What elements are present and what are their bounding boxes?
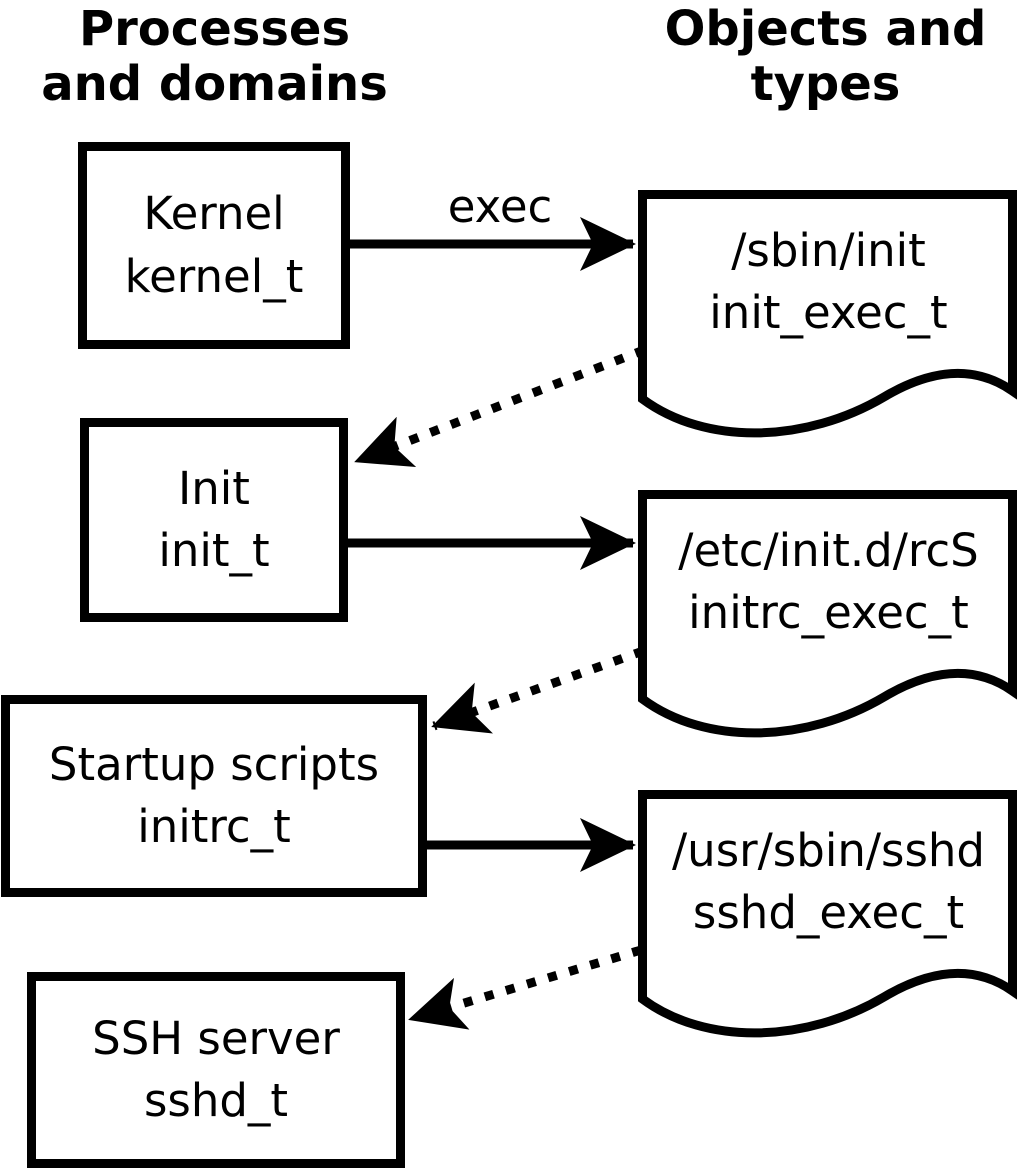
object-doc-usr-sbin-sshd [638, 790, 1017, 1038]
object-type: sshd_exec_t [692, 886, 965, 939]
process-domain-type: sshd_t [143, 1074, 289, 1127]
object-doc-sbin-init [638, 190, 1017, 438]
object-type: init_exec_t [709, 286, 948, 339]
object-path: /usr/sbin/sshd [672, 823, 985, 877]
heading-line: types [750, 56, 901, 113]
object-doc-label-etc-initd-rcs: /etc/init.d/rcS initrc_exec_t [640, 492, 1017, 672]
object-path: /etc/init.d/rcS [678, 523, 979, 577]
process-box-label-startup-scripts: Startup scripts initrc_t [1, 695, 427, 897]
process-box-label-ssh-server: SSH server sshd_t [27, 972, 405, 1168]
object-doc-label-sbin-init: /sbin/init init_exec_t [640, 192, 1017, 372]
heading-line: Objects and [664, 1, 987, 57]
process-domain-type: kernel_t [124, 249, 304, 303]
heading-line: Processes [78, 1, 351, 57]
process-box-init [80, 418, 348, 622]
process-box-label-init: Init init_t [80, 418, 348, 622]
column-heading-processes-domains: Processes and domains [22, 1, 407, 113]
process-name: SSH server [92, 1011, 340, 1065]
process-box-label-kernel: Kernel kernel_t [78, 142, 350, 349]
object-type: initrc_exec_t [688, 586, 969, 639]
object-path: /sbin/init [731, 223, 926, 277]
process-box-startup-scripts [1, 695, 427, 897]
transition-arrow-initrc-exec-to-startup [431, 646, 645, 734]
process-name: Init [178, 461, 250, 515]
arrow-label-exec: exec [447, 180, 553, 233]
transition-arrow-init-exec-to-init [354, 345, 646, 468]
transition-arrow-sshd-exec-to-sshd [408, 945, 643, 1030]
process-box-ssh-server [27, 972, 405, 1168]
object-doc-label-usr-sbin-sshd: /usr/sbin/sshd sshd_exec_t [640, 792, 1017, 972]
object-doc-etc-initd-rcs [638, 490, 1017, 738]
process-name: Startup scripts [48, 737, 380, 791]
process-domain-type: initrc_t [137, 800, 291, 853]
column-heading-objects-types: Objects and types [633, 1, 1018, 113]
process-domain-type: init_t [158, 524, 270, 577]
heading-line: and domains [41, 56, 388, 113]
process-name: Kernel [143, 187, 285, 241]
process-box-kernel [78, 142, 350, 349]
